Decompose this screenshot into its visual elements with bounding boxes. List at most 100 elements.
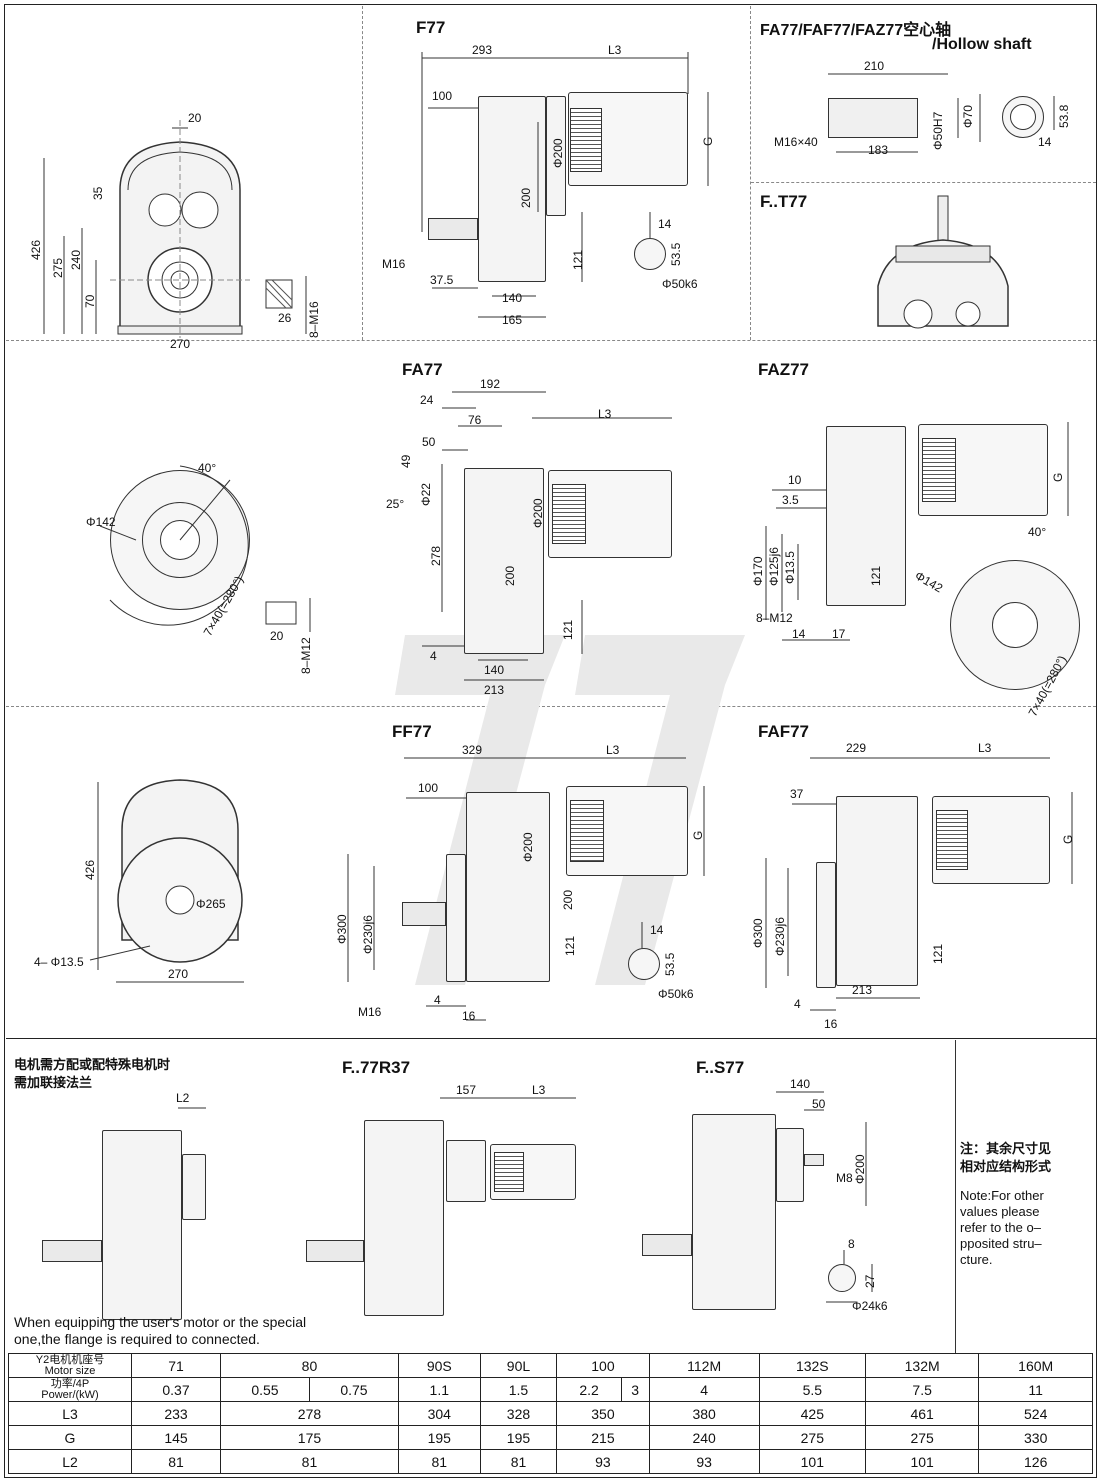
table-row-g: G 145 175 195 195 215 240 275 275 330	[8, 1425, 1093, 1450]
cell-l2: 101	[758, 1449, 866, 1474]
dim-m16: M16	[358, 1005, 382, 1019]
dim-g: G	[701, 136, 715, 146]
hollow-shaft-bore	[1010, 104, 1036, 130]
cell-g: 195	[479, 1425, 558, 1450]
dim-24: 24	[420, 393, 434, 407]
separator-col-b	[750, 6, 751, 340]
dim-100: 100	[418, 781, 439, 795]
row-label-motor-en: Motor size	[44, 1364, 96, 1377]
cell-power: 1.1	[397, 1377, 481, 1402]
dim-m16x40: M16×40	[774, 135, 818, 149]
dim-phi170: Φ170	[751, 556, 765, 586]
note-en-2: values please	[960, 1204, 1040, 1219]
view-f77r37: F..77R37 157 L3	[290, 1044, 630, 1350]
output-flange	[816, 862, 836, 988]
dim-293: 293	[472, 43, 493, 57]
dim-l3: L3	[978, 741, 992, 755]
dim-8-m12: 8–M12	[756, 611, 793, 625]
separator-note	[955, 1040, 956, 1354]
view-fa77: FA77 192 24 76 L3 50 49 25° Φ22 Φ200 278…	[372, 350, 742, 702]
cell-l3: 278	[219, 1401, 399, 1426]
view-title-faf77: FAF77	[758, 722, 810, 741]
dim-phi142: Φ142	[86, 515, 116, 529]
row-label-power: 功率/4P Power/(kW)	[8, 1377, 132, 1402]
cell-l3: 425	[758, 1401, 866, 1426]
cell-l3: 304	[397, 1401, 481, 1426]
separator-row-2	[6, 706, 1096, 707]
dim-213: 213	[484, 683, 505, 697]
dim-270: 270	[170, 337, 191, 351]
cell-power: 1.5	[479, 1377, 558, 1402]
cell-l3: 461	[864, 1401, 980, 1426]
dim-phi200: Φ200	[853, 1154, 867, 1184]
cell-power: 0.55	[219, 1377, 310, 1402]
dim-g: G	[691, 830, 705, 840]
gearbox-housing	[102, 1130, 182, 1320]
dim-16: 16	[824, 1017, 838, 1031]
adapter-caption-2: one,the flange is required to connected.	[14, 1331, 260, 1347]
dim-8-m16: 8–M16	[307, 301, 321, 338]
dim-210: 210	[864, 59, 885, 73]
dim-76: 76	[468, 413, 482, 427]
table-row-power: 功率/4P Power/(kW) 0.37 0.55 0.75 1.1 1.5 …	[8, 1377, 1093, 1402]
cell-l2: 126	[978, 1449, 1093, 1474]
motor-fins	[936, 810, 968, 870]
motor-fins	[494, 1152, 524, 1192]
cell-l3: 328	[479, 1401, 558, 1426]
dim-121: 121	[571, 249, 585, 270]
hollow-dims	[828, 73, 1055, 153]
gearbox-housing	[826, 426, 906, 606]
cell-power: 11	[978, 1377, 1093, 1402]
dim-53-5: 53.5	[669, 242, 683, 266]
view-title-f77: F77	[416, 18, 446, 37]
dim-70: 70	[83, 294, 97, 308]
dim-100: 100	[432, 89, 453, 103]
front-view-f77: 20 35 426 275 240 70 270 26 8–M16	[20, 100, 350, 350]
input-shaft	[804, 1154, 824, 1166]
gearbox-housing	[692, 1114, 776, 1310]
dim-l3: L3	[532, 1083, 546, 1097]
view-faf77: FAF77 229 L3 37 G Φ300 Φ230j6 121 213 4 …	[751, 712, 1092, 1036]
cell-l3: 524	[978, 1401, 1093, 1426]
ft77-outline	[877, 195, 1009, 329]
cell-l2: 81	[397, 1449, 481, 1474]
dim-121: 121	[931, 943, 945, 964]
output-shaft	[306, 1240, 364, 1262]
dim-37-5: 37.5	[430, 273, 454, 287]
dim-426: 426	[83, 859, 97, 880]
dim-phi230j6: Φ230j6	[361, 915, 375, 954]
cell-motor-90s: 90S	[397, 1353, 481, 1378]
dim-426: 426	[29, 239, 43, 260]
dim-14: 14	[658, 217, 672, 231]
separator-col-a	[362, 6, 363, 340]
separator-hollow	[751, 182, 1096, 183]
view-title-f77r37: F..77R37	[342, 1058, 411, 1077]
adapter-note-cn-1: 电机需方配或配特殊电机时	[14, 1057, 171, 1072]
adapter-note-cn-2: 需加联接法兰	[14, 1075, 93, 1090]
dim-16: 16	[462, 1009, 476, 1023]
dim-phi300: Φ300	[335, 914, 349, 944]
dim-229: 229	[846, 741, 867, 755]
cell-l2: 101	[864, 1449, 980, 1474]
cell-g: 275	[864, 1425, 980, 1450]
dim-20: 20	[270, 629, 284, 643]
dim-121: 121	[869, 565, 883, 586]
cell-motor-80: 80	[219, 1353, 399, 1378]
dim-27: 27	[863, 1274, 877, 1288]
dim-49: 49	[399, 454, 413, 468]
dim-25deg: 25°	[386, 497, 405, 511]
cell-l2: 81	[219, 1449, 399, 1474]
dim-4-phi13-5: 4– Φ13.5	[34, 955, 84, 969]
dim-35: 35	[91, 186, 105, 200]
dim-275: 275	[51, 257, 65, 278]
gearbox-housing	[836, 796, 918, 986]
view-subtitle-hollow: /Hollow shaft	[932, 36, 1032, 53]
view-title-hollow: FA77/FAF77/FAZ77空心轴	[760, 22, 952, 39]
cell-power: 2.2	[556, 1377, 622, 1402]
faz77-flange-bore	[992, 602, 1038, 648]
table-row-motor-size: Y2电机机座号 Motor size 71 80 90S 90L 100 112…	[8, 1353, 1093, 1378]
dim-121: 121	[563, 935, 577, 956]
flange-bolt-circle	[142, 502, 218, 578]
dim-phi200: Φ200	[521, 832, 535, 862]
gearbox-housing	[364, 1120, 444, 1316]
